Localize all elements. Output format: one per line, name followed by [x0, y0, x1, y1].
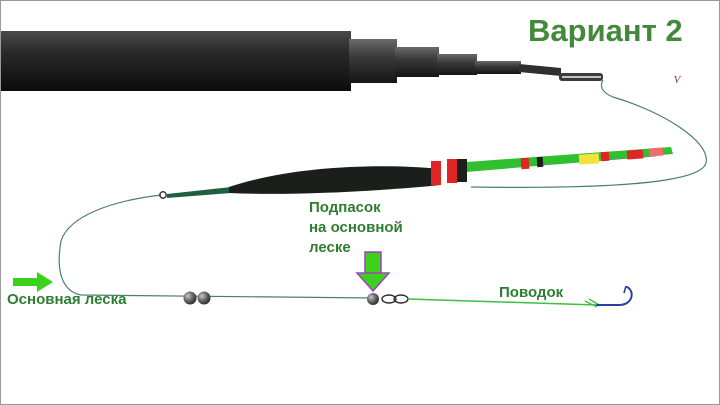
swivel-loop-1: [381, 294, 397, 304]
rod-butt-section: [1, 31, 351, 91]
antenna-band-black: [536, 156, 544, 168]
float-eyelet: [159, 191, 167, 199]
antenna-tip-pink: [648, 147, 664, 157]
main-line-arrow: [13, 272, 53, 292]
main-line-arrow-head: [37, 272, 53, 292]
rod-section-2: [349, 39, 397, 83]
antenna-band-red: [520, 157, 530, 170]
antenna-tip-red: [626, 149, 644, 160]
antenna-band-red-2: [600, 151, 610, 162]
split-shot-1: [183, 291, 197, 305]
float-keel: [167, 187, 231, 198]
float-antenna: [467, 147, 673, 172]
main-line-float-to-dropper: [58, 194, 374, 299]
main-line-arrow-shaft: [13, 278, 37, 286]
split-shot-group: [183, 291, 379, 305]
antenna-band-yellow: [578, 153, 600, 165]
float-body: [229, 166, 441, 194]
float-band-red-2: [447, 159, 457, 183]
rod-section-4: [437, 54, 477, 75]
rod-tip: [519, 64, 561, 76]
leader-label: Поводок: [499, 284, 564, 301]
hook: [596, 286, 633, 306]
float-band-black: [457, 159, 467, 182]
dropper-shot: [367, 293, 379, 305]
dropper-arrow: [355, 251, 391, 293]
rod-section-3: [395, 47, 439, 77]
float-band-red-1: [431, 161, 441, 185]
float-band-white: [441, 160, 447, 184]
hook-barb: [623, 285, 627, 294]
leader-line-segment: [407, 298, 598, 306]
rod-section-5: [475, 61, 521, 74]
diagram-title: Вариант 2: [528, 13, 683, 48]
main-line-tip-to-float: [470, 79, 707, 188]
logo: V: [673, 74, 681, 86]
split-shot-2: [197, 291, 211, 305]
fishing-rod: [1, 31, 603, 91]
dropper-arrow-head: [355, 272, 391, 293]
main-line-label: Основная леска: [7, 291, 127, 308]
float: [159, 147, 673, 199]
dropper-label: Подпасок на основной леске: [309, 199, 403, 256]
swivel: [381, 294, 409, 304]
